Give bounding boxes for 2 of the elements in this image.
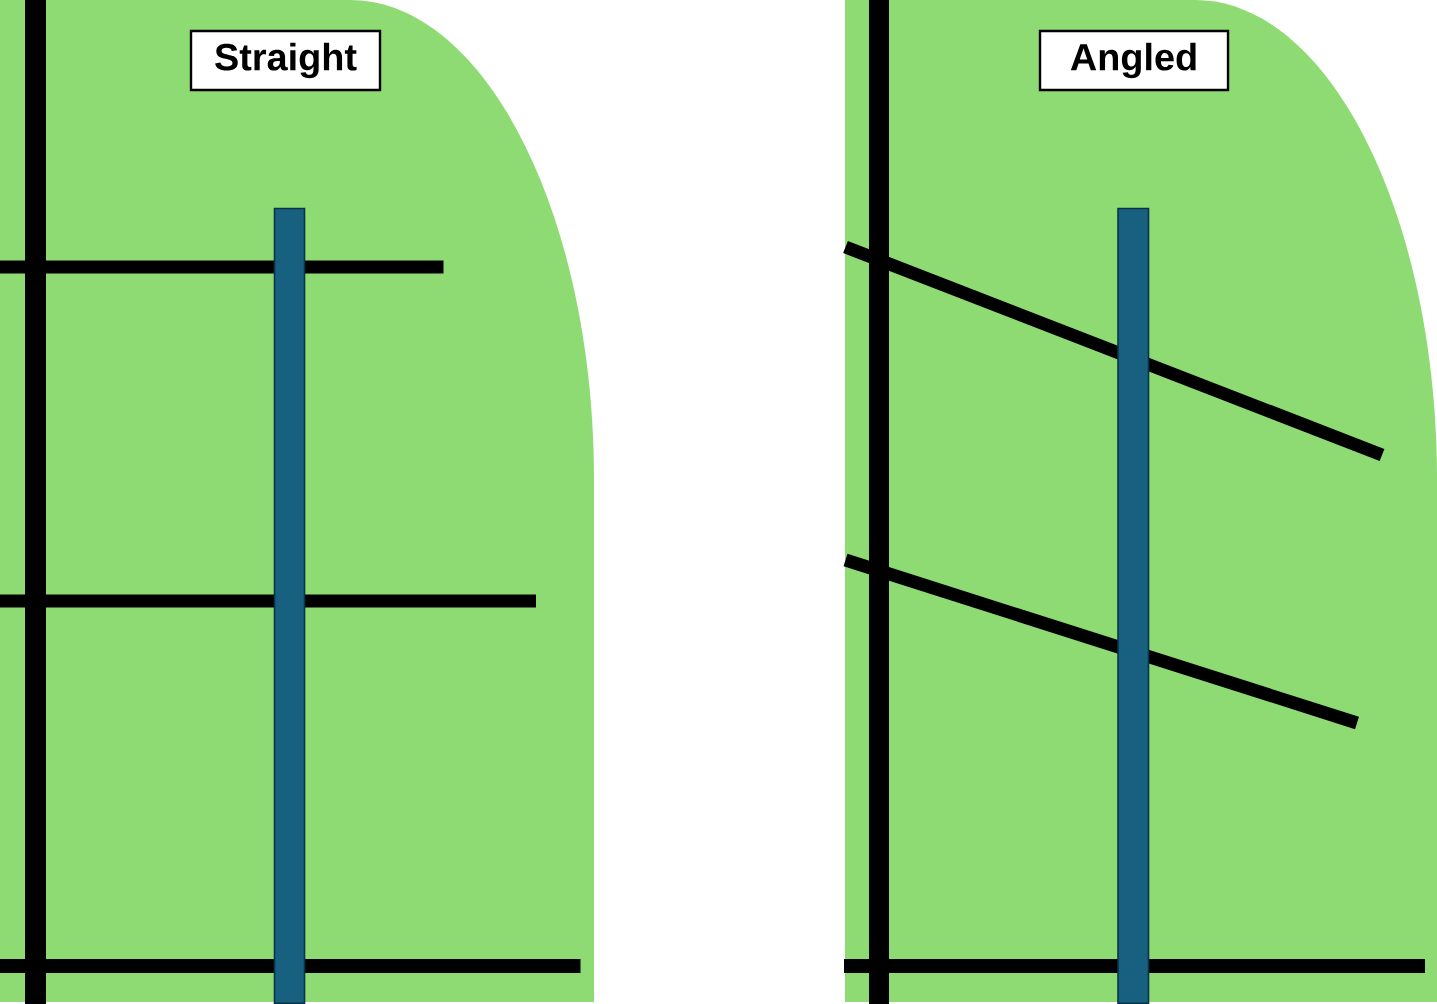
title-box: Angled	[1038, 29, 1230, 92]
title-box: Straight	[189, 29, 382, 92]
